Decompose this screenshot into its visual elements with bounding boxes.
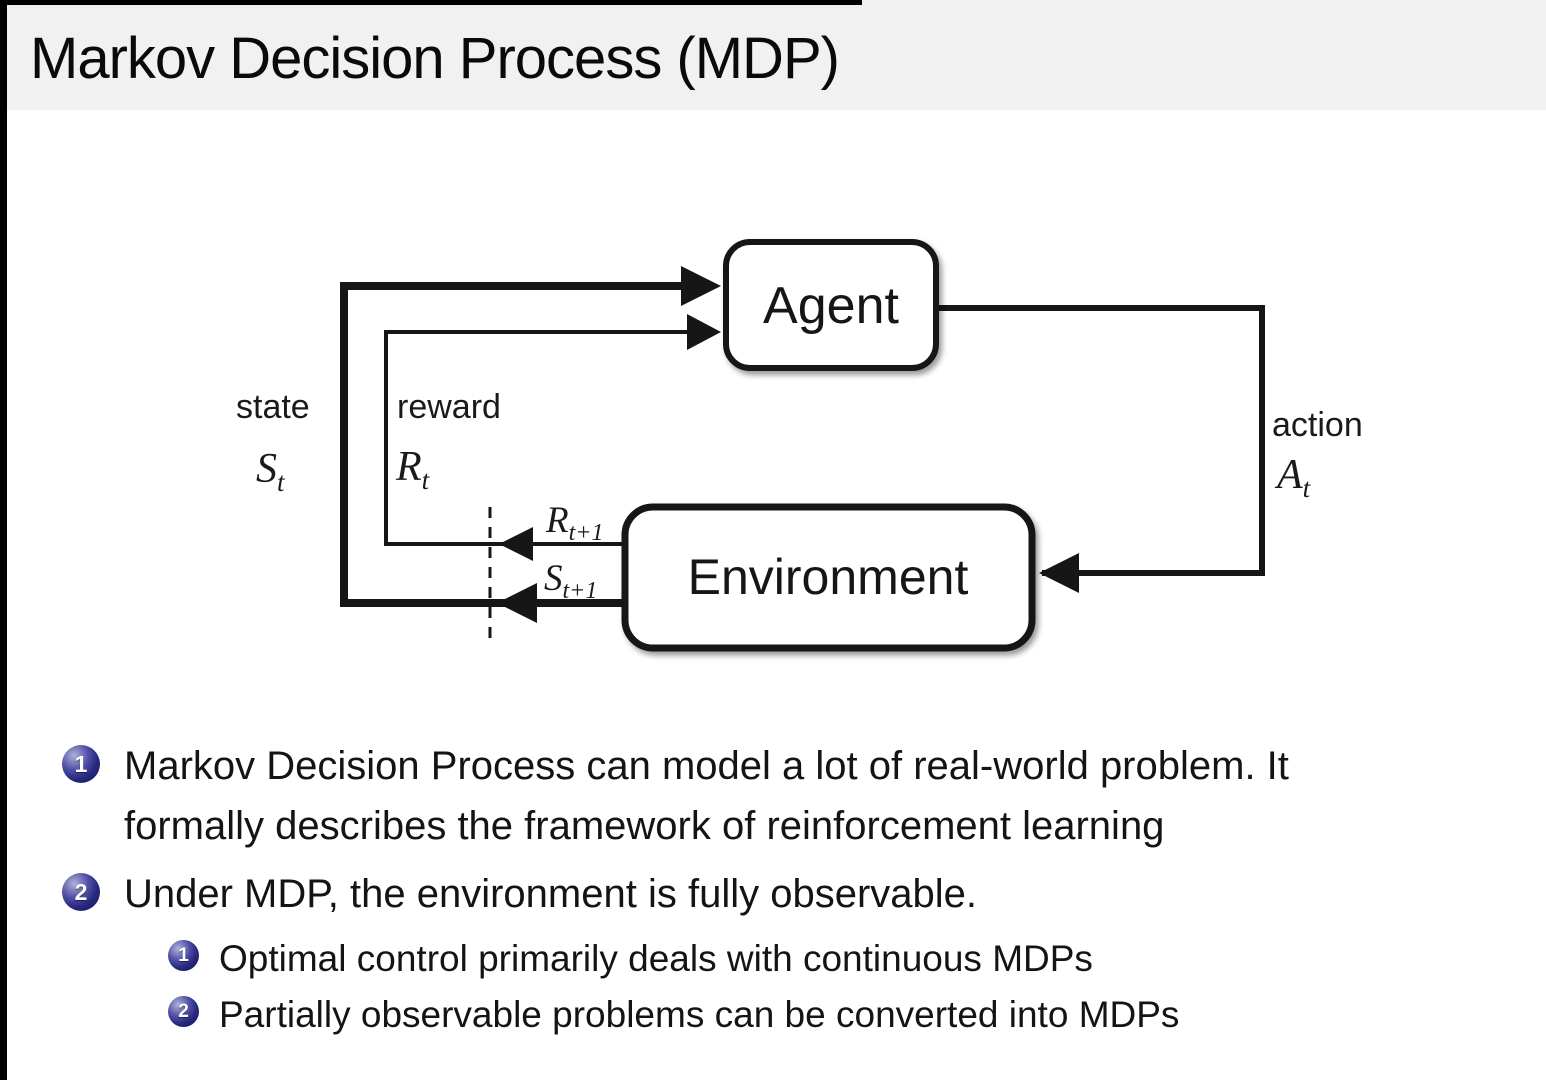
mdp-diagram: Agent Environment state St reward Rt Rt+… [0, 150, 1546, 710]
bullet-list: 1 Markov Decision Process can model a lo… [58, 736, 1520, 1044]
agent-environment-diagram: Agent Environment state St reward Rt Rt+… [236, 239, 1363, 652]
action-arrowhead-into-environment [1039, 553, 1079, 593]
action-symbol: At [1274, 452, 1312, 503]
environment-box [621, 503, 1036, 652]
enum-badge: 2 [168, 996, 199, 1027]
state-arrowhead-into-agent [681, 266, 721, 306]
environment-box-label: Environment [688, 549, 969, 605]
agent-box-label: Agent [763, 277, 899, 335]
reward-word-label: reward [397, 388, 501, 426]
list-item-line: formally describes the framework of rein… [124, 804, 1165, 848]
state-loop-line [340, 282, 702, 607]
action-word-label: action [1272, 406, 1363, 444]
reward-arrowhead-into-agent [687, 314, 721, 350]
list-item-line: Markov Decision Process can model a lot … [124, 744, 1289, 788]
sub-list-item-1: 1 Optimal control primarily deals with c… [164, 932, 1520, 986]
page-title: Markov Decision Process (MDP) [30, 25, 840, 91]
enum-badge: 2 [62, 873, 100, 911]
state-next-arrowhead [497, 583, 537, 623]
sub-list-item-2: 2 Partially observable problems can be c… [164, 988, 1520, 1042]
reward-symbol: Rt [395, 444, 431, 495]
enum-badge: 1 [62, 745, 100, 783]
action-loop-line [936, 305, 1265, 576]
agent-box [723, 239, 939, 371]
enum-badge: 1 [168, 940, 199, 971]
state-word-label: state [236, 388, 310, 426]
reward-next-arrowhead [499, 527, 533, 561]
state-symbol: St [256, 446, 286, 497]
list-item-text: Optimal control primarily deals with con… [219, 938, 1093, 979]
list-item-1: 1 Markov Decision Process can model a lo… [58, 736, 1520, 856]
reward-next-symbol: Rt+1 [545, 500, 603, 546]
top-edge-bar [0, 0, 862, 5]
left-edge-bar [0, 0, 7, 1080]
list-item-text: Under MDP, the environment is fully obse… [124, 872, 978, 916]
state-next-symbol: St+1 [544, 558, 597, 604]
list-item-text: Partially observable problems can be con… [219, 994, 1180, 1035]
slide-header: Markov Decision Process (MDP) [0, 0, 1546, 110]
list-item-text: Markov Decision Process can model a lot … [124, 736, 1289, 856]
list-item-2: 2 Under MDP, the environment is fully ob… [58, 864, 1520, 924]
